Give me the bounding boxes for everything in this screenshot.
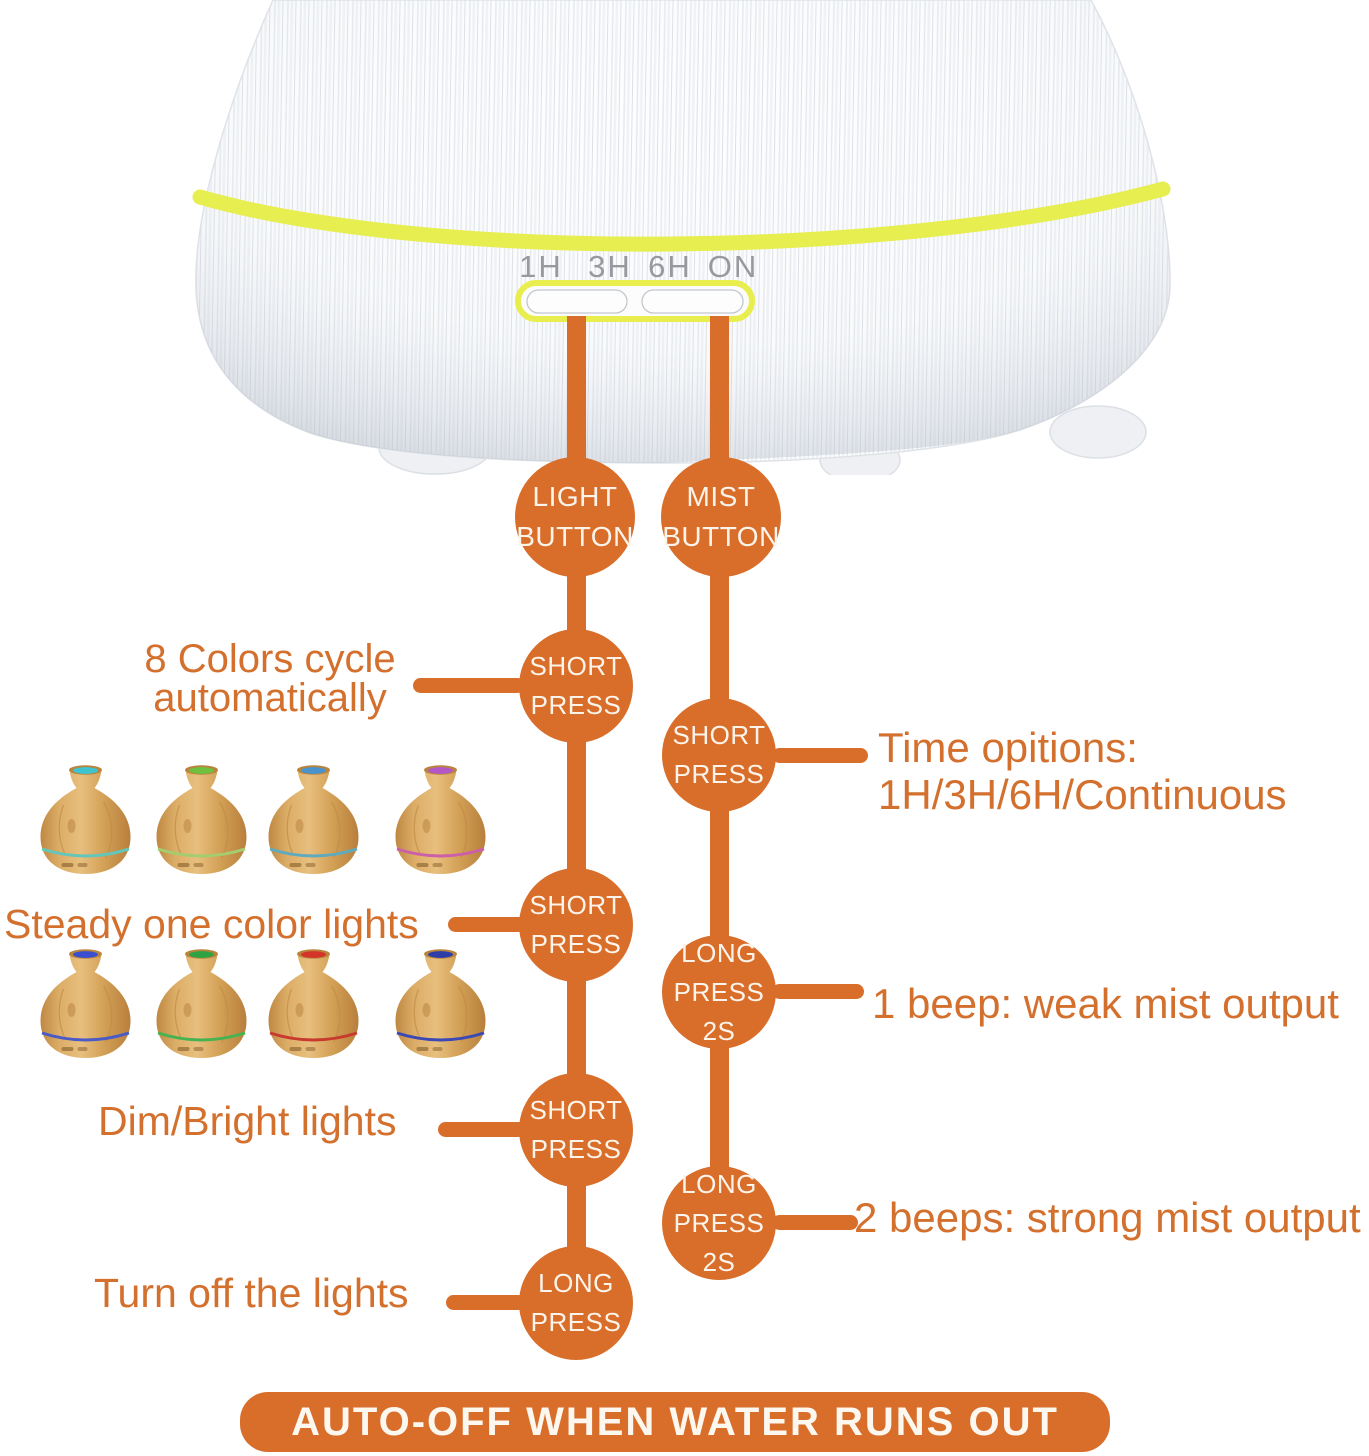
light-step-short-press-1: SHORT PRESS	[519, 629, 633, 743]
mini-diffuser-steady-2	[156, 949, 247, 1058]
connector-weak-mist	[772, 984, 864, 999]
light-band	[41, 847, 130, 858]
light-band	[396, 847, 485, 858]
label-turn-off: Turn off the lights	[94, 1270, 409, 1316]
light-button-label-line2: BUTTON	[516, 521, 634, 552]
mist-button-node: MIST BUTTON	[661, 457, 781, 577]
connector-time-options	[772, 748, 868, 763]
opening-glow	[301, 951, 326, 958]
timer-labels: 1H 3H 6H ON	[519, 249, 759, 284]
mist-button-label-line2: BUTTON	[662, 521, 780, 552]
mist-step-long-press-1: LONG PRESS 2S	[662, 935, 776, 1049]
label-weak-mist: 1 beep: weak mist output	[872, 980, 1339, 1027]
mini-diffuser-steady-4	[395, 949, 486, 1058]
opening-glow	[189, 767, 214, 774]
diffuser-product-photo: 1H 3H 6H ON	[192, 0, 1171, 475]
label-line: 8 Colors cycle	[144, 637, 396, 681]
mist-button-label-line1: MIST	[686, 481, 756, 512]
light-band	[269, 1031, 358, 1042]
mini-diffuser-steady-1	[40, 949, 131, 1058]
light-band	[41, 1031, 130, 1042]
light-button-label-line1: LIGHT	[532, 481, 618, 512]
light-band	[396, 1031, 485, 1042]
circle-text: PRESS 2S	[673, 1207, 765, 1277]
mist-physical-button	[641, 289, 744, 314]
timer-label-1h: 1H	[519, 249, 563, 284]
light-step-short-press-2: SHORT PRESS	[519, 868, 633, 982]
circle-text: PRESS	[530, 1134, 622, 1164]
light-step-long-press: LONG PRESS	[519, 1246, 633, 1360]
circle-text: SHORT	[672, 720, 766, 750]
connector-steady-color	[448, 917, 526, 932]
label-colors-cycle: 8 Colors cycle automatically	[70, 637, 470, 720]
label-line: 1H/3H/6H/Continuous	[878, 771, 1287, 818]
opening-glow	[428, 767, 453, 774]
light-band	[157, 1031, 246, 1042]
label-steady-color: Steady one color lights	[4, 901, 419, 947]
device-light-ring	[192, 181, 1171, 252]
light-band	[157, 847, 246, 858]
device-buttons	[515, 280, 755, 322]
mini-diffuser-steady-3	[268, 949, 359, 1058]
circle-text: SHORT	[529, 890, 623, 920]
circle-text: PRESS	[530, 1307, 622, 1337]
timer-label-on: ON	[708, 249, 759, 284]
opening-glow	[301, 767, 326, 774]
light-button-node: LIGHT BUTTON	[515, 457, 635, 577]
light-band	[269, 847, 358, 858]
circle-text: PRESS	[530, 929, 622, 959]
opening-glow	[189, 951, 214, 958]
device-body	[195, 0, 1171, 464]
label-time-options: Time opitions: 1H/3H/6H/Continuous	[878, 724, 1287, 818]
label-line: automatically	[153, 676, 387, 720]
timer-label-6h: 6H	[648, 249, 692, 284]
mini-diffuser-cycle-1	[40, 765, 131, 874]
light-step-short-press-3: SHORT PRESS	[519, 1073, 633, 1187]
mist-step-long-press-2: LONG PRESS 2S	[662, 1166, 776, 1280]
circle-text: LONG	[681, 1168, 757, 1199]
label-strong-mist: 2 beeps: strong mist output	[854, 1194, 1361, 1241]
opening-glow	[73, 951, 98, 958]
label-line: Time opitions:	[878, 724, 1138, 771]
opening-glow	[73, 767, 98, 774]
auto-off-banner: AUTO-OFF WHEN WATER RUNS OUT	[240, 1392, 1110, 1452]
connector-dim-bright	[438, 1122, 526, 1137]
connector-colors-cycle	[413, 678, 525, 693]
label-dim-bright: Dim/Bright lights	[98, 1098, 397, 1144]
connector-strong-mist	[772, 1215, 858, 1230]
circle-text: SHORT	[529, 651, 623, 681]
light-physical-button	[526, 289, 628, 314]
auto-off-banner-text: AUTO-OFF WHEN WATER RUNS OUT	[291, 1399, 1059, 1444]
connector-turn-off	[446, 1295, 526, 1310]
circle-text: LONG	[538, 1268, 614, 1298]
circle-text: PRESS 2S	[673, 976, 765, 1046]
mini-diffuser-cycle-3	[268, 765, 359, 874]
mist-step-short-press: SHORT PRESS	[662, 698, 776, 812]
circle-text: LONG	[681, 937, 757, 968]
circle-text: SHORT	[529, 1095, 623, 1125]
opening-glow	[428, 951, 453, 958]
circle-text: PRESS	[530, 690, 622, 720]
timer-label-3h: 3H	[588, 249, 632, 284]
circle-text: PRESS	[673, 759, 765, 789]
mini-diffuser-cycle-4	[395, 765, 486, 874]
mini-diffuser-cycle-2	[156, 765, 247, 874]
